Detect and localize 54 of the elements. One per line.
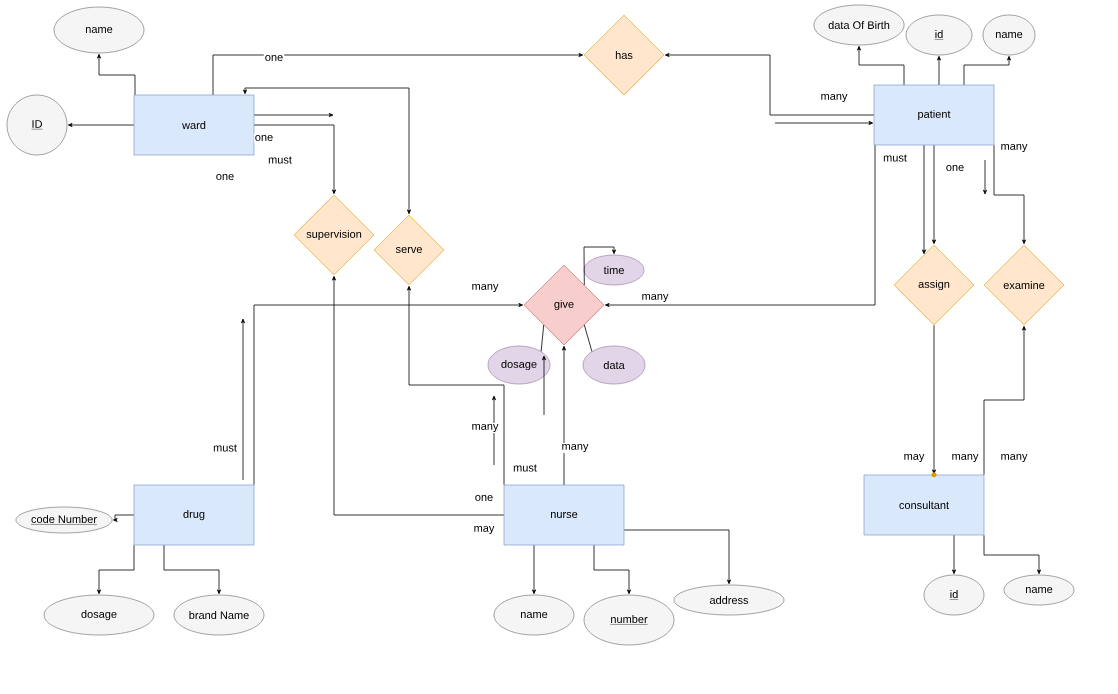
cardinality-label: one bbox=[214, 173, 236, 181]
edge-label: may bbox=[902, 452, 926, 464]
edge-label: many bbox=[999, 452, 1029, 464]
connector-arrow bbox=[963, 55, 1011, 86]
connector-arrow bbox=[253, 113, 334, 117]
connector-arrow bbox=[983, 325, 1026, 476]
edge-label: many bbox=[999, 142, 1029, 154]
connector-arrow bbox=[922, 144, 926, 255]
edge-label: one bbox=[253, 134, 275, 142]
connector-arrow bbox=[532, 544, 536, 595]
connector-arrow bbox=[774, 121, 874, 125]
connector-arrow bbox=[664, 53, 875, 116]
connector-arrow bbox=[932, 144, 936, 245]
connector-arrow bbox=[993, 144, 1026, 245]
connector-arrow bbox=[857, 45, 905, 86]
connector-arrow bbox=[604, 144, 876, 307]
connector-arrow bbox=[212, 53, 584, 96]
entity-box: patient bbox=[873, 84, 995, 146]
edge-label: must bbox=[882, 153, 908, 163]
connector-arrow bbox=[67, 123, 135, 127]
cardinality-label: must bbox=[267, 155, 293, 165]
edge-label: one bbox=[263, 54, 285, 62]
connector-arrow bbox=[97, 53, 136, 96]
edge-label: one bbox=[944, 164, 966, 172]
connector-arrow bbox=[163, 544, 221, 595]
cardinality-label: may bbox=[472, 524, 496, 536]
connector-arrow bbox=[243, 87, 411, 215]
edge-label: many bbox=[470, 282, 500, 294]
connector-arrow bbox=[113, 514, 135, 522]
entity-box: nurse bbox=[503, 484, 625, 546]
edge-label: one bbox=[473, 494, 495, 502]
connector-arrow bbox=[583, 246, 616, 286]
connector-arrow bbox=[253, 303, 524, 486]
entity-box: ward bbox=[133, 94, 255, 156]
connector-arrow bbox=[937, 55, 941, 86]
edge-label: many bbox=[560, 442, 590, 454]
cardinality-label: must bbox=[212, 443, 238, 453]
connector-arrow bbox=[332, 275, 505, 516]
connector-arrow bbox=[253, 124, 336, 195]
connector-arrow bbox=[623, 529, 731, 585]
cardinality-label: many bbox=[950, 452, 980, 464]
cardinality-label: must bbox=[512, 463, 538, 473]
entity-box: drug bbox=[133, 484, 255, 546]
connector-arrow bbox=[932, 324, 936, 475]
connector-arrow bbox=[983, 534, 1041, 575]
edge-label: many bbox=[819, 92, 849, 104]
edge-label: many bbox=[640, 292, 670, 304]
connector-arrow bbox=[562, 345, 566, 486]
edge-label: many bbox=[470, 422, 500, 434]
connector-arrow bbox=[952, 534, 956, 575]
connector-arrow bbox=[593, 544, 631, 595]
connector-arrow bbox=[97, 544, 135, 595]
entity-box: consultant bbox=[863, 474, 985, 536]
connector-arrow bbox=[407, 285, 505, 486]
